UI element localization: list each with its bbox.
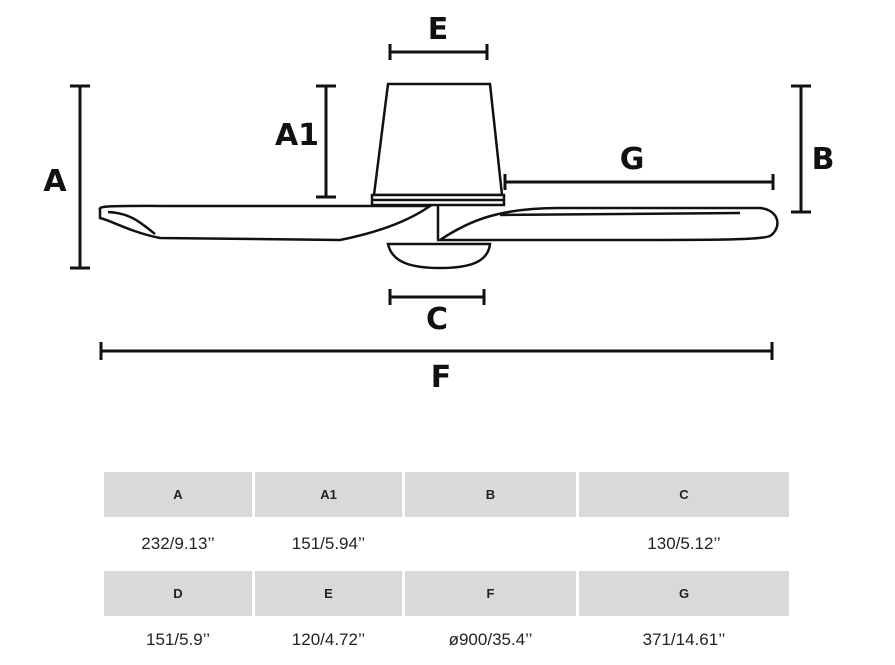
- table-header-cell: F: [405, 571, 576, 616]
- label-b: B: [812, 142, 835, 177]
- dimension-a: [70, 84, 90, 270]
- dimension-b: [791, 84, 811, 214]
- dimension-lines: [70, 44, 811, 360]
- table-header-cell: A1: [255, 472, 402, 517]
- dimension-c: [388, 289, 486, 305]
- dimension-f: [99, 342, 774, 360]
- dimension-e: [388, 44, 489, 60]
- label-e: E: [428, 12, 449, 47]
- label-a1: A1: [275, 118, 319, 153]
- table-value-cell: 151/5.9’’: [146, 630, 210, 649]
- table-header-cell: C: [579, 472, 789, 517]
- fan-canopy: [372, 82, 504, 197]
- fan-drawing: [98, 82, 779, 270]
- table-value-cell: [405, 524, 576, 564]
- label-c: C: [426, 302, 448, 337]
- table-header-cell: A: [104, 472, 252, 517]
- table-header-cell: D: [104, 571, 252, 616]
- label-f: F: [431, 360, 452, 395]
- fan-blade-left: [98, 204, 434, 242]
- table-value-cell: 371/14.61’’: [642, 630, 726, 649]
- table-header-cell: E: [255, 571, 402, 616]
- table-header-cell: G: [579, 571, 789, 616]
- dimension-a1: [316, 84, 336, 199]
- ceiling-fan-dimension-diagram: A A1 E B G C F: [43, 12, 835, 395]
- label-g: G: [620, 142, 645, 177]
- table-value-cell: 120/4.72’’: [291, 630, 366, 649]
- fan-light-housing: [386, 242, 492, 270]
- table-value-cell: 232/9.13’’: [141, 534, 215, 553]
- table-value-cell: 151/5.94’’: [291, 534, 366, 553]
- label-a: A: [43, 164, 67, 199]
- dimension-g: [503, 174, 775, 190]
- table-header-cell: B: [405, 472, 576, 517]
- table-value-cell: ø900/35.4’’: [448, 630, 533, 649]
- table-value-cell: 130/5.12’’: [647, 534, 721, 553]
